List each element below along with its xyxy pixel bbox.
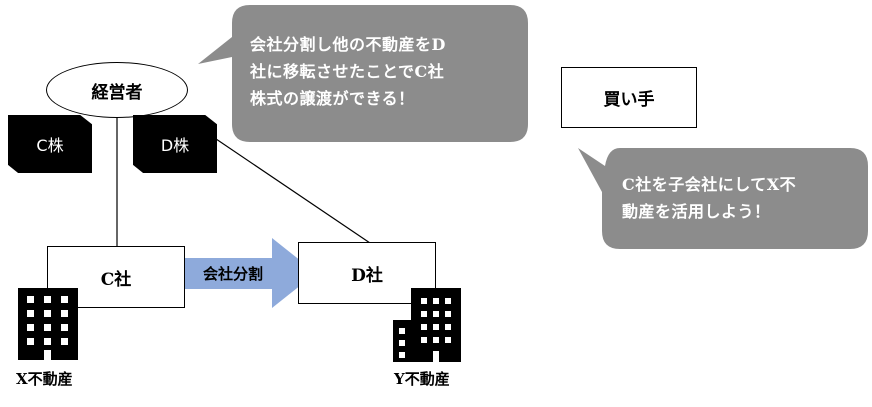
c-stock-badge: C株	[8, 115, 92, 173]
bubble-top-text: 会社分割し他の不動産をD 社に移転させたことでC社 株式の譲渡ができる！	[250, 35, 446, 108]
speech-bubble-right	[578, 148, 868, 249]
bubble-right-text: C社を子会社にしてX不 動産を活用しよう！	[622, 175, 797, 221]
property-y-label: Y不動産	[394, 370, 450, 388]
manager-label: 経営者	[91, 82, 143, 103]
split-arrow-label: 会社分割	[203, 265, 264, 283]
buyer-label: 買い手	[603, 90, 655, 110]
buyer-box: 買い手	[561, 67, 697, 128]
d-stock-label: D株	[160, 136, 190, 155]
c-stock-label: C株	[36, 136, 64, 155]
speech-bubble-top	[198, 5, 528, 142]
manager-node: 経営者	[46, 62, 188, 118]
building-x-icon	[18, 288, 78, 360]
building-y-icon	[393, 288, 461, 362]
property-x-label: X不動産	[16, 370, 73, 388]
d-stock-badge: D株	[133, 115, 217, 173]
company-c-label: C社	[100, 269, 132, 290]
company-d-label: D社	[351, 265, 383, 286]
